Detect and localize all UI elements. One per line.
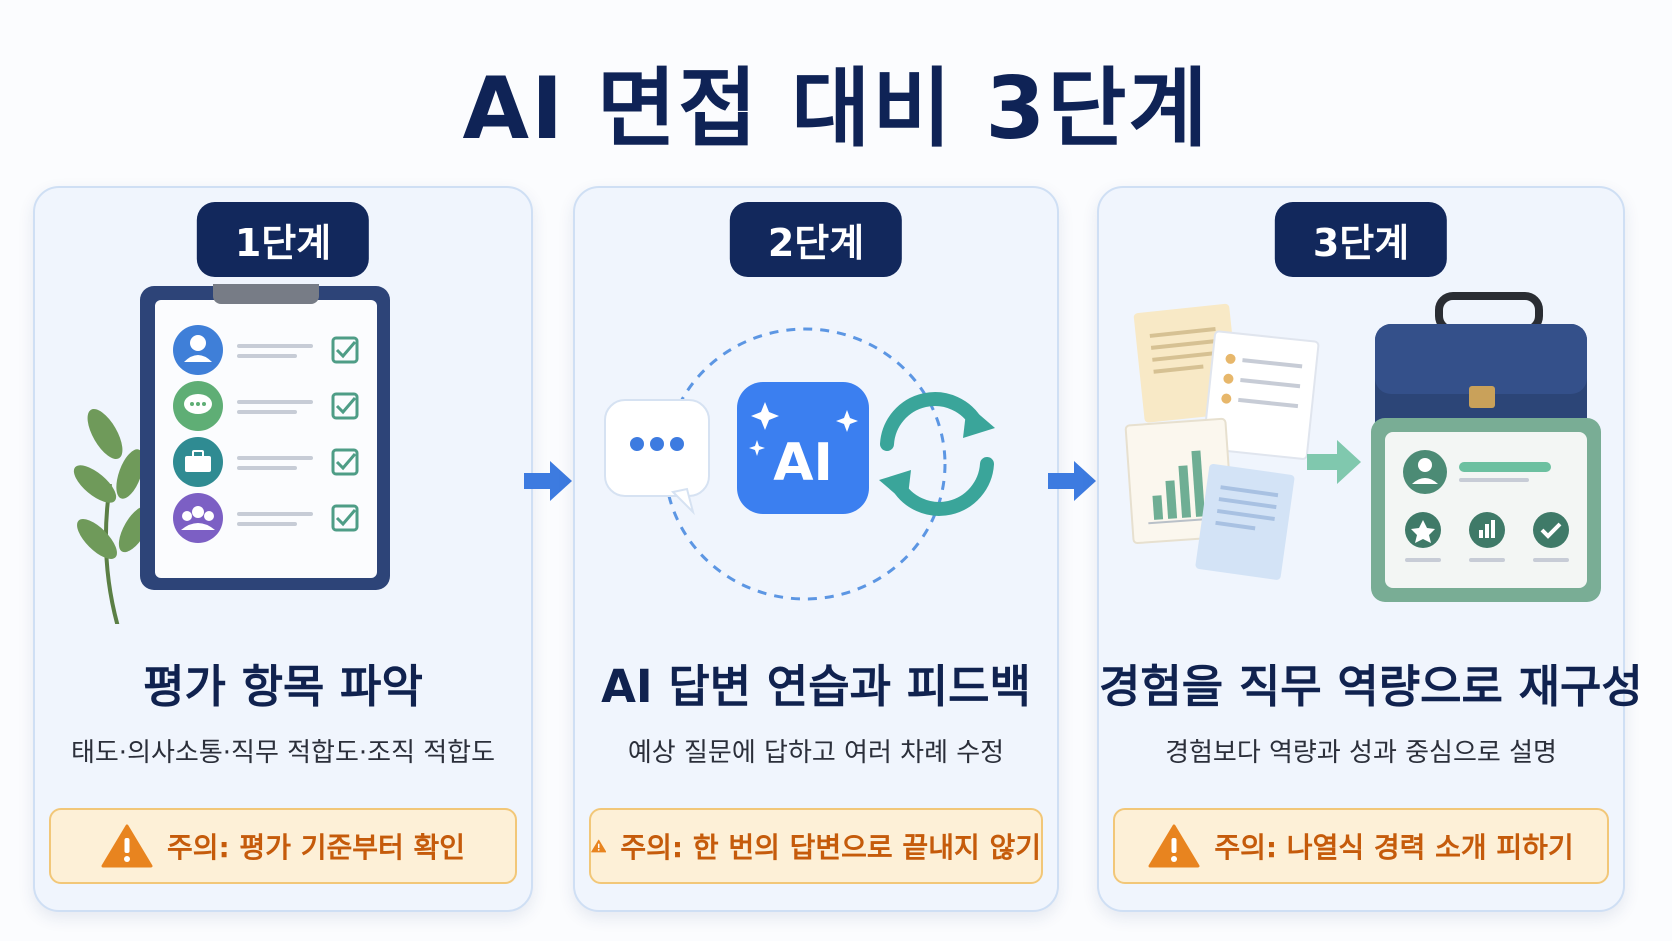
- step-card-2: 2단계 AI AI 답변 연습과 피드백 예상 질문에 답하고 여러 차례 수정: [573, 186, 1059, 912]
- arrow-right-icon: [524, 461, 572, 501]
- documents-to-portfolio-icon: [1124, 292, 1601, 602]
- warning-icon: [591, 839, 607, 853]
- step-badge-1: 1단계: [196, 202, 370, 277]
- clipboard-checklist-icon: [73, 284, 390, 624]
- step-warning-text-1: 주의: 평가 기준부터 확인: [166, 831, 466, 864]
- step-card-3: 3단계: [1097, 186, 1643, 912]
- chat-bubble-icon: [604, 399, 710, 516]
- page-title: AI 면접 대비 3단계: [462, 59, 1210, 159]
- step-warning-text-3: 주의: 나열식 경력 소개 피하기: [1214, 831, 1574, 864]
- step-description-1: 태도·의사소통·직무 적합도·조직 적합도: [70, 738, 496, 768]
- step-description-2: 예상 질문에 답하고 여러 차례 수정: [627, 738, 1005, 768]
- step-heading-1: 평가 항목 파악: [143, 660, 423, 713]
- ai-sparkle-icon: AI: [737, 382, 869, 514]
- step-heading-2: AI 답변 연습과 피드백: [601, 660, 1031, 713]
- step-card-1: 1단계: [33, 186, 533, 912]
- ai-tile-label: AI: [773, 433, 833, 493]
- step-badge-3: 3단계: [1274, 202, 1448, 277]
- step-badge-2: 2단계: [729, 202, 903, 277]
- warning-icon: [1148, 824, 1200, 868]
- step-description-3: 경험보다 역량과 성과 중심으로 설명: [1165, 738, 1557, 768]
- ai-practice-loop-icon: AI: [604, 327, 995, 601]
- warning-icon: [101, 824, 153, 868]
- profile-card-icon: [1371, 418, 1601, 602]
- arrow-right-icon: [1048, 461, 1096, 501]
- step-warning-text-2: 주의: 한 번의 답변으로 끝내지 않기: [620, 831, 1041, 864]
- step-warning-1: 주의: 평가 기준부터 확인: [49, 808, 517, 884]
- step-heading-3: 경험을 직무 역량으로 재구성: [1099, 660, 1643, 713]
- step-warning-2: 주의: 한 번의 답변으로 끝내지 않기: [589, 808, 1043, 884]
- step-warning-3: 주의: 나열식 경력 소개 피하기: [1113, 808, 1609, 884]
